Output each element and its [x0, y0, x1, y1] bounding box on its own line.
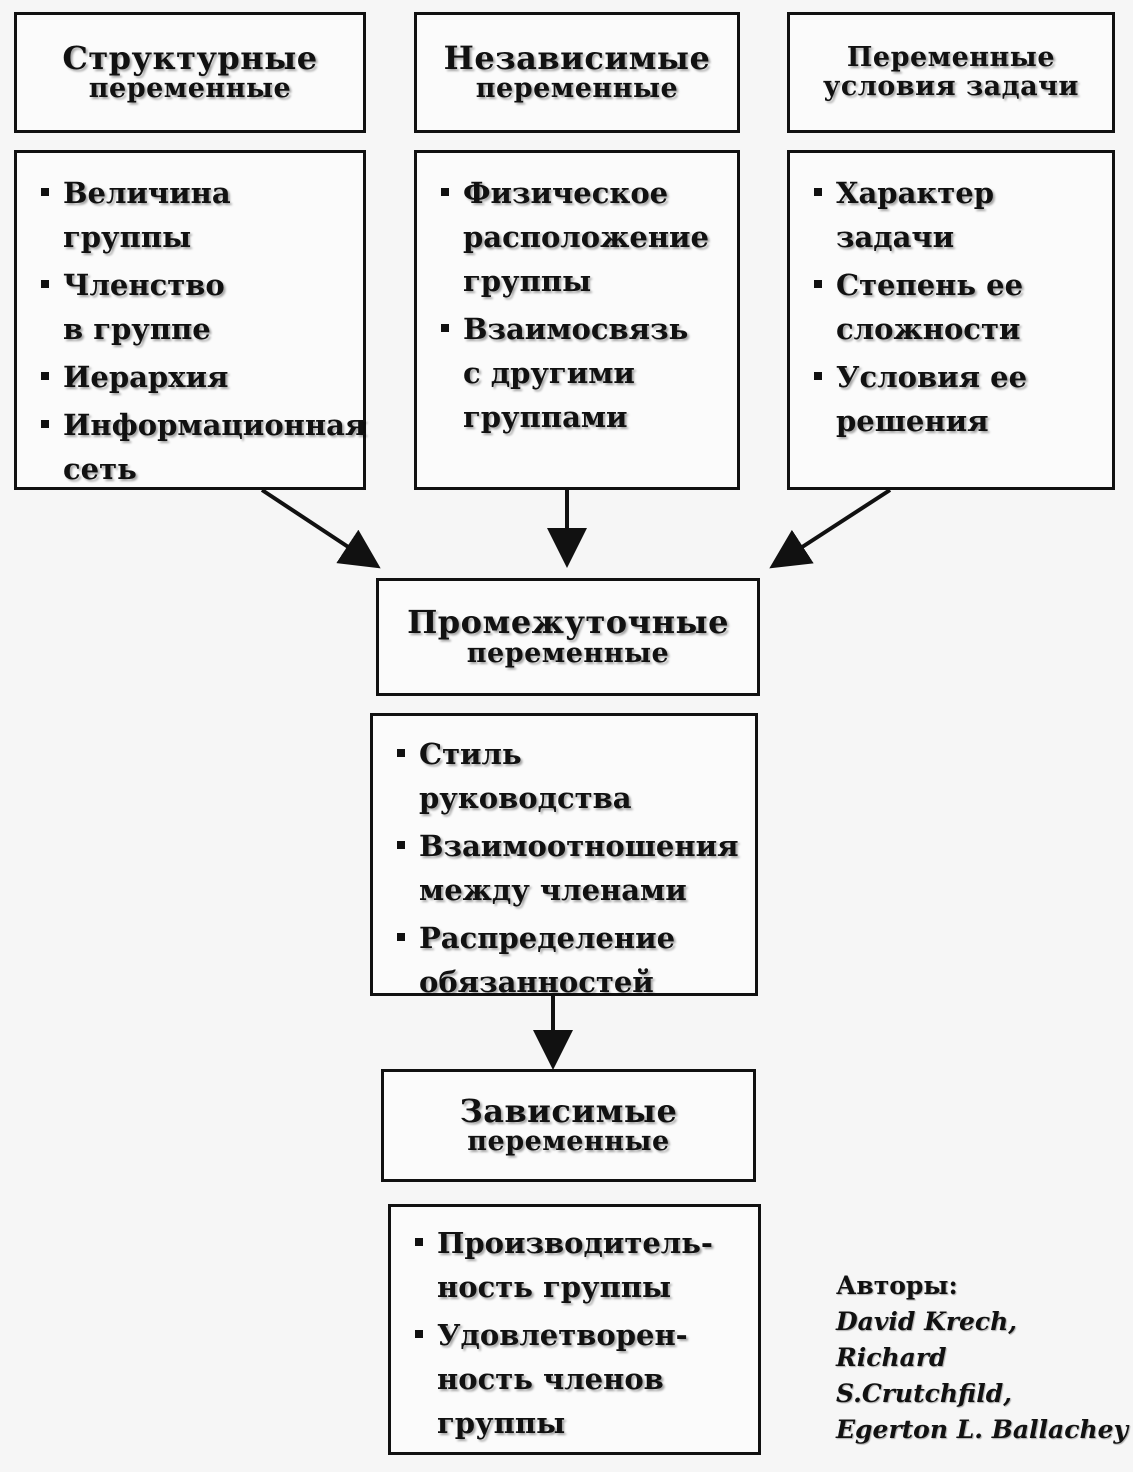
structural-title-line2: переменные: [88, 73, 292, 105]
intermediate-title-box: Промежуточные переменные: [376, 578, 760, 696]
list-item: Иерархия: [39, 355, 353, 399]
bullet-icon: [814, 188, 822, 196]
bullet-icon: [415, 1238, 423, 1246]
task-title-line2: условия задачи: [823, 70, 1079, 102]
intermediate-list: Стиль руководства Взаимоотношения между …: [395, 732, 745, 1004]
bullet-icon: [397, 749, 405, 757]
dependent-title-box: Зависимые переменные: [381, 1069, 756, 1182]
list-item: Степень ее сложности: [812, 263, 1102, 351]
authors-block: Авторы: David Krech, Richard S.Crutchfil…: [836, 1268, 1128, 1448]
structural-list-box: Величина группы Членство в группе Иерарх…: [14, 150, 366, 490]
task-title-line1: Переменные: [846, 42, 1056, 74]
bullet-icon: [41, 420, 49, 428]
dependent-list-box: Производитель- ность группы Удовлетворен…: [388, 1204, 761, 1455]
list-item: Информационная сеть: [39, 403, 366, 491]
bullet-icon: [397, 841, 405, 849]
list-item: Производитель- ность группы: [413, 1221, 748, 1309]
independent-title-line1: Независимые: [443, 38, 711, 77]
bullet-icon: [415, 1330, 423, 1338]
author-name: Egerton L. Ballachey: [836, 1415, 1129, 1444]
arrow-structural-to-intermediate: [260, 488, 381, 569]
dependent-title-line1: Зависимые: [459, 1091, 678, 1130]
list-item: Характер задачи: [812, 171, 1102, 259]
intermediate-title-line2: переменные: [466, 637, 670, 669]
dependent-list: Производитель- ность группы Удовлетворен…: [413, 1221, 748, 1445]
list-item: Условия ее решения: [812, 355, 1102, 443]
bullet-icon: [814, 372, 822, 380]
bullet-icon: [41, 372, 49, 380]
list-item: Взаимоотношения между членами: [395, 824, 745, 912]
bullet-icon: [41, 188, 49, 196]
bullet-icon: [441, 188, 449, 196]
arrow-task-to-intermediate: [769, 488, 892, 569]
independent-list-box: Физическое расположение группы Взаимосвя…: [414, 150, 740, 490]
authors-label: Авторы:: [836, 1271, 958, 1300]
independent-title-line2: переменные: [475, 73, 679, 105]
task-title-box: Переменные условия задачи: [787, 12, 1115, 133]
task-list-box: Характер задачи Степень ее сложности Усл…: [787, 150, 1115, 490]
list-item: Членство в группе: [39, 263, 353, 351]
independent-list: Физическое расположение группы Взаимосвя…: [439, 171, 727, 439]
list-item: Взаимосвязь с другими группами: [439, 307, 727, 439]
dependent-title-line2: переменные: [467, 1126, 670, 1158]
list-item: Физическое расположение группы: [439, 171, 727, 303]
independent-title-box: Независимые переменные: [414, 12, 740, 133]
bullet-icon: [441, 324, 449, 332]
bullet-icon: [41, 280, 49, 288]
list-item: Величина группы: [39, 171, 353, 259]
author-name: David Krech,: [836, 1307, 1017, 1336]
structural-title-line1: Структурные: [62, 38, 318, 77]
list-item: Удовлетворен- ность членов группы: [413, 1313, 748, 1445]
intermediate-title-line1: Промежуточные: [407, 603, 729, 642]
bullet-icon: [397, 933, 405, 941]
list-item: Стиль руководства: [395, 732, 745, 820]
intermediate-list-box: Стиль руководства Взаимоотношения между …: [370, 713, 758, 999]
bullet-icon: [814, 280, 822, 288]
list-item: Распределение обязанностей: [395, 916, 745, 1004]
structural-list: Величина группы Членство в группе Иерарх…: [39, 171, 366, 491]
structural-title-box: Структурные переменные: [14, 12, 366, 133]
author-name: S.Crutchfild,: [836, 1379, 1012, 1408]
task-list: Характер задачи Степень ее сложности Усл…: [812, 171, 1102, 443]
author-name: Richard: [836, 1343, 947, 1372]
